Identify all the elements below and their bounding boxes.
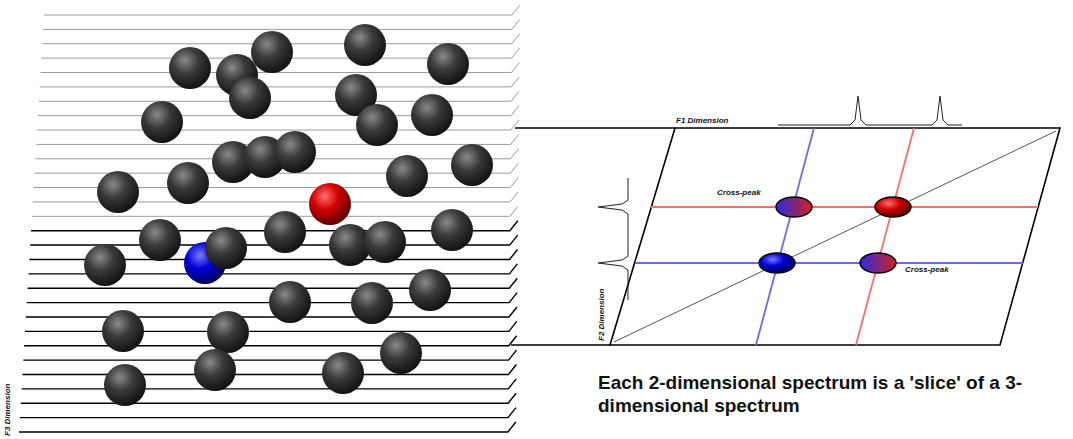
slice-link-line	[511, 344, 610, 346]
peak-sphere	[141, 101, 183, 143]
cross-peak	[776, 197, 812, 217]
peak-sphere	[169, 47, 211, 89]
peak-sphere	[351, 282, 393, 324]
axis-label: F1 Dimension	[676, 117, 728, 126]
red-guide	[651, 206, 1038, 208]
diagonal-peak	[875, 197, 911, 217]
slice-plane	[44, 5, 520, 15]
blue-guide	[756, 128, 814, 345]
peak-sphere	[167, 162, 209, 204]
spectrum-plane	[610, 128, 1060, 345]
slice-plane	[22, 379, 517, 389]
peak-sphere	[451, 144, 493, 186]
peak-sphere	[274, 131, 316, 173]
peak-sphere	[322, 352, 364, 394]
cross-peak	[860, 253, 896, 273]
peak-sphere	[344, 24, 386, 66]
peak-sphere	[309, 183, 351, 225]
blue-guide	[635, 262, 1023, 264]
peak-sphere	[229, 77, 271, 119]
peak-label: Cross-peak	[904, 266, 950, 275]
peak-sphere	[411, 94, 453, 136]
peak-sphere	[364, 221, 406, 263]
slice-plane	[20, 408, 516, 418]
slice-plane	[21, 393, 516, 403]
peak-sphere	[251, 31, 293, 73]
caption-text: Each 2-dimensional spectrum is a 'slice'…	[598, 372, 1068, 418]
slice-plane	[43, 19, 520, 29]
peak-sphere	[380, 332, 422, 374]
slice-plane	[24, 336, 517, 346]
peak-sphere	[97, 171, 139, 213]
spectrum-grid	[614, 128, 1056, 345]
slice-plane	[39, 91, 519, 101]
peak-sphere	[194, 349, 236, 391]
red-guide	[856, 128, 914, 345]
peak-spheres	[84, 24, 493, 406]
peak-sphere	[409, 269, 451, 311]
peak-sphere	[102, 310, 144, 352]
peak-sphere	[356, 104, 398, 146]
slice-plane	[25, 321, 517, 331]
peak-sphere	[104, 364, 146, 406]
peak-sphere	[264, 211, 306, 253]
f2-projection	[598, 178, 628, 300]
peak-sphere	[139, 219, 181, 261]
peak-sphere	[386, 155, 428, 197]
f1-projection	[778, 96, 962, 125]
slice-plane	[23, 350, 516, 360]
peak-sphere	[205, 227, 247, 269]
diagonal-peak	[759, 253, 795, 273]
slice-stack	[19, 5, 520, 432]
peak-sphere	[427, 43, 469, 85]
slice-plane	[19, 422, 516, 432]
slice-link-line	[515, 127, 675, 129]
peak-sphere	[84, 244, 126, 286]
slice-plane	[22, 364, 516, 374]
diagonal-line	[614, 131, 1056, 342]
peak-sphere	[431, 209, 473, 251]
axis-label: F2 Dimension	[598, 289, 607, 341]
axis-label: F3 Dimension	[4, 384, 13, 436]
peak-sphere	[269, 281, 311, 323]
peak-sphere	[207, 311, 249, 353]
peak-label: Cross-peak	[716, 189, 762, 198]
